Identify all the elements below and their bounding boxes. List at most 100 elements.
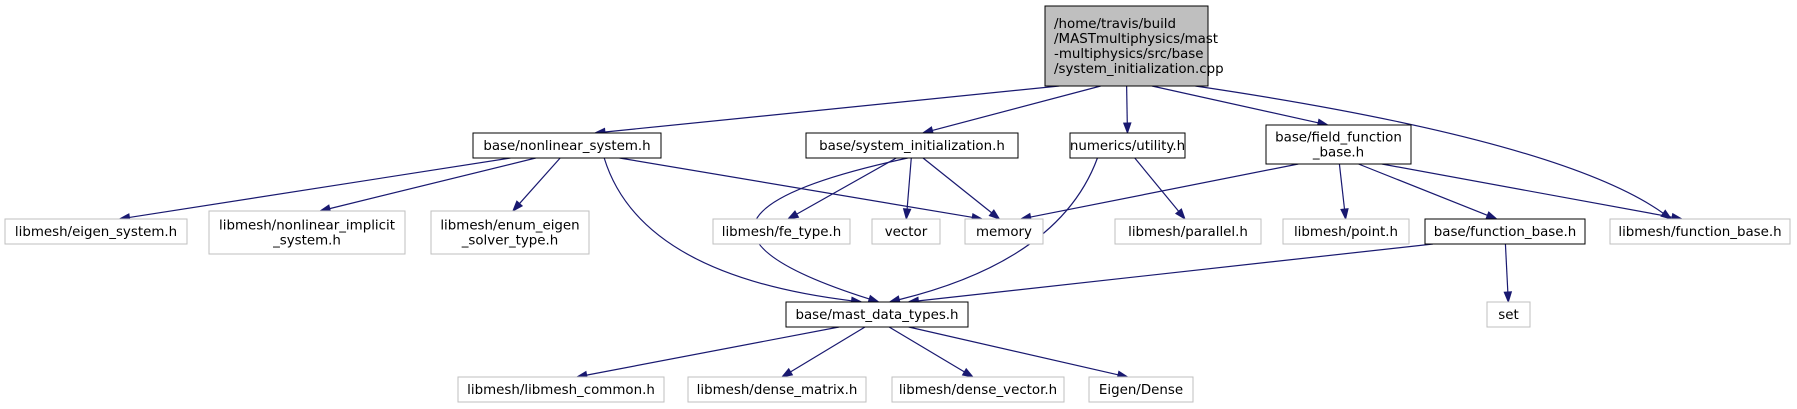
node-nonlinear-system[interactable]: base/nonlinear_system.h xyxy=(472,132,662,159)
edge-arrowhead xyxy=(1340,208,1349,221)
edge-line xyxy=(604,85,1060,133)
node-box xyxy=(1114,218,1262,245)
node-mast-data-types[interactable]: base/mast_data_types.h xyxy=(785,301,969,328)
node-libmesh-common[interactable]: libmesh/libmesh_common.h xyxy=(457,376,665,403)
edge-root-to-field-function-base xyxy=(1151,85,1330,127)
node-box xyxy=(805,132,1019,159)
edge-mast-data-types-to-dense-vector xyxy=(888,326,975,378)
edge-mast-data-types-to-eigen-dense xyxy=(908,326,1130,379)
node-label: libmesh/parallel.h xyxy=(1128,225,1248,240)
node-eigen-dense[interactable]: Eigen/Dense xyxy=(1088,376,1194,403)
edge-line xyxy=(1134,157,1180,212)
node-box xyxy=(891,376,1065,403)
edge-line xyxy=(1195,85,1664,214)
edge-line xyxy=(1151,85,1319,124)
edge-line xyxy=(796,157,897,215)
node-function-base[interactable]: base/function_base.h xyxy=(1424,218,1586,245)
edge-arrowhead xyxy=(786,210,800,220)
edge-line xyxy=(932,85,1101,132)
node-label: libmesh/eigen_system.h xyxy=(15,225,177,240)
edge-field-function-base-to-libmesh-function-base xyxy=(1381,163,1684,222)
node-box xyxy=(430,210,590,255)
node-parallel[interactable]: libmesh/parallel.h xyxy=(1114,218,1262,245)
node-box xyxy=(785,301,969,328)
node-label: libmesh/libmesh_common.h xyxy=(467,383,655,398)
edge-root-to-numerics-utility xyxy=(1122,85,1132,135)
node-label: /MASTmultiphysics/mast xyxy=(1054,32,1218,47)
node-dense-vector[interactable]: libmesh/dense_vector.h xyxy=(891,376,1065,403)
node-label: /home/travis/build xyxy=(1054,17,1176,32)
node-nonlinear-implicit-system[interactable]: libmesh/nonlinear_implicit_system.h xyxy=(208,210,406,255)
edge-line xyxy=(619,157,973,218)
edge-nonlinear-system-to-nonlinear-implicit-system xyxy=(318,157,536,213)
node-box xyxy=(964,218,1044,245)
node-box xyxy=(1282,218,1410,245)
edge-line xyxy=(922,157,992,214)
node-label: libmesh/nonlinear_implicit xyxy=(219,219,395,234)
edge-line xyxy=(918,243,1434,302)
edge-function-base-to-set xyxy=(1503,243,1513,304)
node-label: base/field_function xyxy=(1275,131,1402,146)
edge-line xyxy=(1381,163,1673,218)
node-box xyxy=(1486,301,1531,328)
node-numerics-utility[interactable]: numerics/utility.h xyxy=(1069,132,1186,159)
node-label: libmesh/function_base.h xyxy=(1618,225,1781,240)
node-box xyxy=(1609,218,1791,245)
edge-system-initialization-h-to-fe-type xyxy=(786,157,897,220)
node-label: libmesh/dense_vector.h xyxy=(899,383,1057,398)
node-eigen-system[interactable]: libmesh/eigen_system.h xyxy=(4,218,188,245)
node-label: base/mast_data_types.h xyxy=(795,308,958,323)
node-label: _system.h xyxy=(272,234,341,249)
edge-system-initialization-h-to-memory xyxy=(922,157,1001,220)
node-box xyxy=(1088,376,1194,403)
node-box xyxy=(712,218,851,245)
edge-line xyxy=(888,326,965,373)
edge-line xyxy=(1126,85,1128,124)
edge-arrowhead xyxy=(1174,208,1186,221)
node-box xyxy=(1044,5,1209,87)
edge-line xyxy=(908,326,1119,376)
node-point[interactable]: libmesh/point.h xyxy=(1282,218,1410,245)
node-libmesh-function-base[interactable]: libmesh/function_base.h xyxy=(1609,218,1791,245)
node-system-initialization-h[interactable]: base/system_initialization.h xyxy=(805,132,1019,159)
node-root[interactable]: /home/travis/build/MASTmultiphysics/mast… xyxy=(1044,5,1224,87)
node-label: _solver_type.h xyxy=(461,234,559,249)
edge-field-function-base-to-memory xyxy=(1019,163,1299,222)
node-label: libmesh/dense_matrix.h xyxy=(697,383,858,398)
node-box xyxy=(208,210,406,255)
node-label: set xyxy=(1498,308,1518,323)
node-vector[interactable]: vector xyxy=(871,218,941,245)
edge-field-function-base-to-point xyxy=(1338,163,1349,221)
nodes-layer: /home/travis/build/MASTmultiphysics/mast… xyxy=(4,5,1791,403)
edge-root-to-nonlinear-system xyxy=(593,85,1060,137)
node-label: vector xyxy=(885,225,928,240)
edge-arrowhead xyxy=(902,208,912,221)
edge-line xyxy=(1030,163,1299,218)
node-box xyxy=(687,376,867,403)
edge-arrowhead xyxy=(780,367,794,378)
edge-arrowhead xyxy=(1122,122,1132,135)
node-box xyxy=(472,132,662,159)
node-field-function-base[interactable]: base/field_function_base.h xyxy=(1265,124,1412,165)
edge-line xyxy=(790,326,866,373)
node-fe-type[interactable]: libmesh/fe_type.h xyxy=(712,218,851,245)
node-box xyxy=(871,218,941,245)
node-box xyxy=(1424,218,1586,245)
node-box xyxy=(457,376,665,403)
node-label: _base.h xyxy=(1312,146,1364,161)
node-label: libmesh/point.h xyxy=(1294,225,1398,240)
node-label: libmesh/enum_eigen xyxy=(440,219,579,234)
edge-root-to-system-initialization-h xyxy=(921,85,1101,135)
edge-numerics-utility-to-parallel xyxy=(1134,157,1186,221)
node-box xyxy=(1069,132,1186,159)
edge-function-base-to-mast-data-types xyxy=(906,243,1434,306)
edge-mast-data-types-to-dense-matrix xyxy=(780,326,866,378)
node-label: libmesh/fe_type.h xyxy=(722,225,842,240)
node-enum-eigen-solver-type[interactable]: libmesh/enum_eigen_solver_type.h xyxy=(430,210,590,255)
node-memory[interactable]: memory xyxy=(964,218,1044,245)
edge-line xyxy=(329,157,536,210)
node-label: base/system_initialization.h xyxy=(819,139,1005,154)
node-set[interactable]: set xyxy=(1486,301,1531,328)
node-dense-matrix[interactable]: libmesh/dense_matrix.h xyxy=(687,376,867,403)
node-label: numerics/utility.h xyxy=(1070,139,1185,154)
